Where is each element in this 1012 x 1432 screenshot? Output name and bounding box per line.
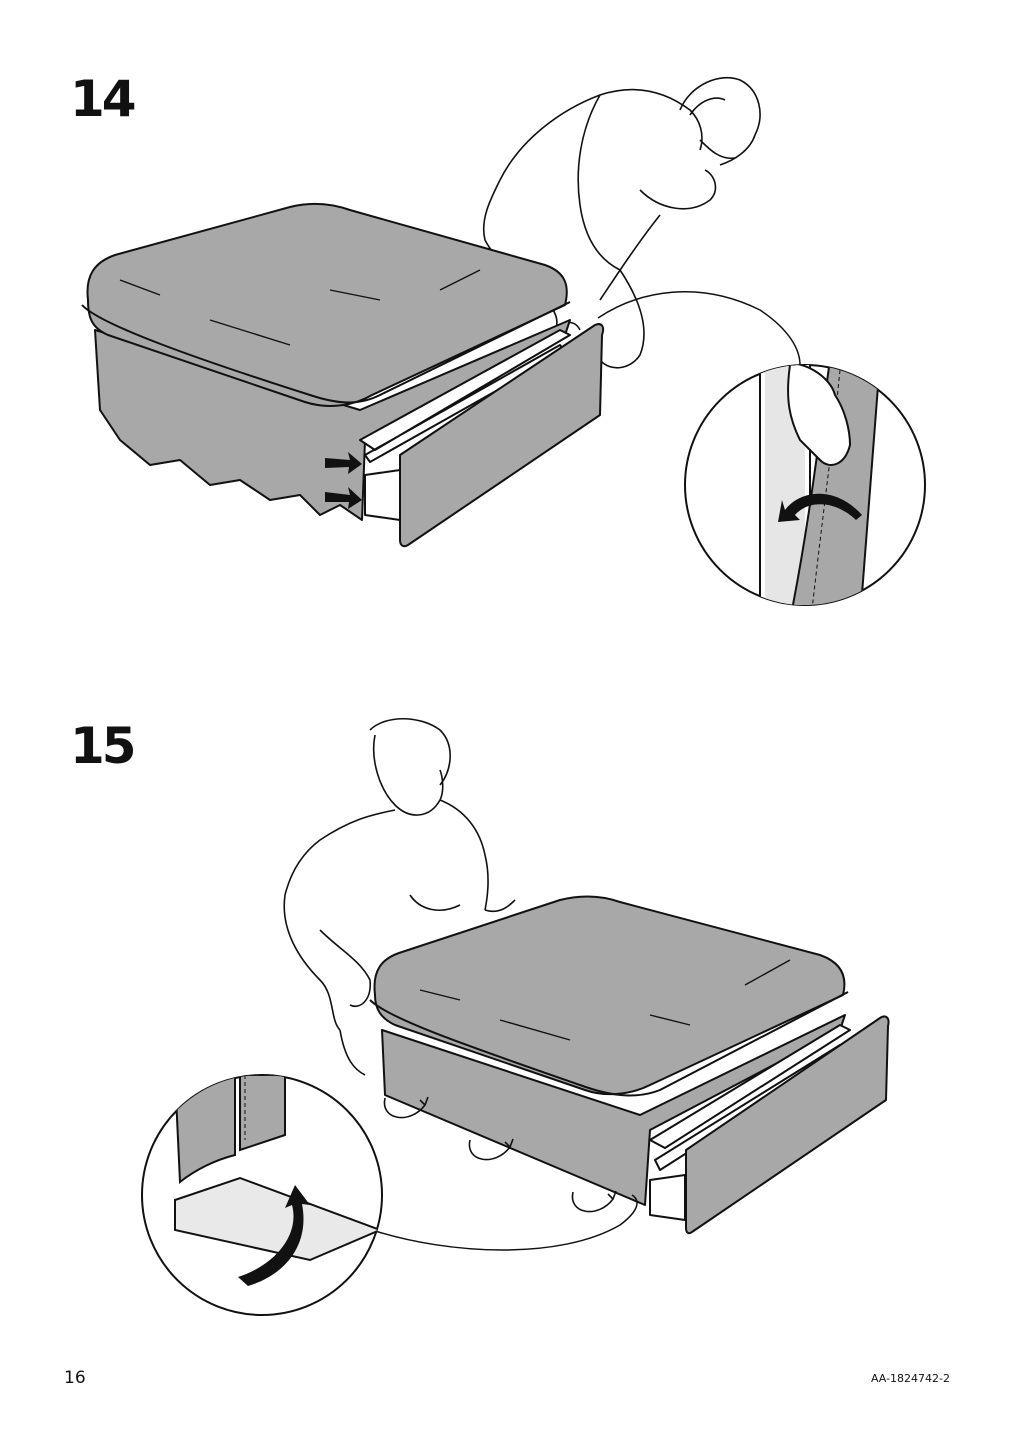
arrow-icon [325,452,362,474]
document-code: AA-1824742-2 [870,1372,950,1385]
arrow-icon [325,487,362,509]
ottoman-skirt [381,1014,846,1206]
step-15-illustration [141,717,890,1316]
step-14-illustration [81,76,926,606]
ottoman-cushion [373,895,846,1096]
ottoman-cushion [86,202,568,407]
callout-connector [371,1194,638,1251]
detail-circle-14 [684,364,926,606]
ottoman-side-panel [399,323,605,548]
fabric-flap [173,1075,236,1185]
ottoman [369,895,890,1235]
callout-connector [597,290,801,366]
hand [787,365,852,466]
curved-arrow-icon [468,1138,514,1161]
step-number-14: 14 [70,70,137,128]
curved-arrow-icon [238,1185,310,1286]
velcro-pad [174,1176,382,1262]
detail-circle-15 [141,1074,383,1316]
curved-arrow-icon [383,1096,429,1119]
attach-arrows [383,1096,617,1213]
page-number: 16 [64,1368,86,1388]
ottoman [81,202,605,548]
curved-arrow-icon [571,1190,617,1213]
attach-arrows [325,452,362,509]
ottoman-piping [369,991,849,1097]
ottoman-side-panel [685,1015,890,1235]
ottoman-piping [81,301,571,404]
step-number-15: 15 [70,717,137,775]
person-figure [283,717,516,1076]
curved-arrow-icon [778,493,862,522]
